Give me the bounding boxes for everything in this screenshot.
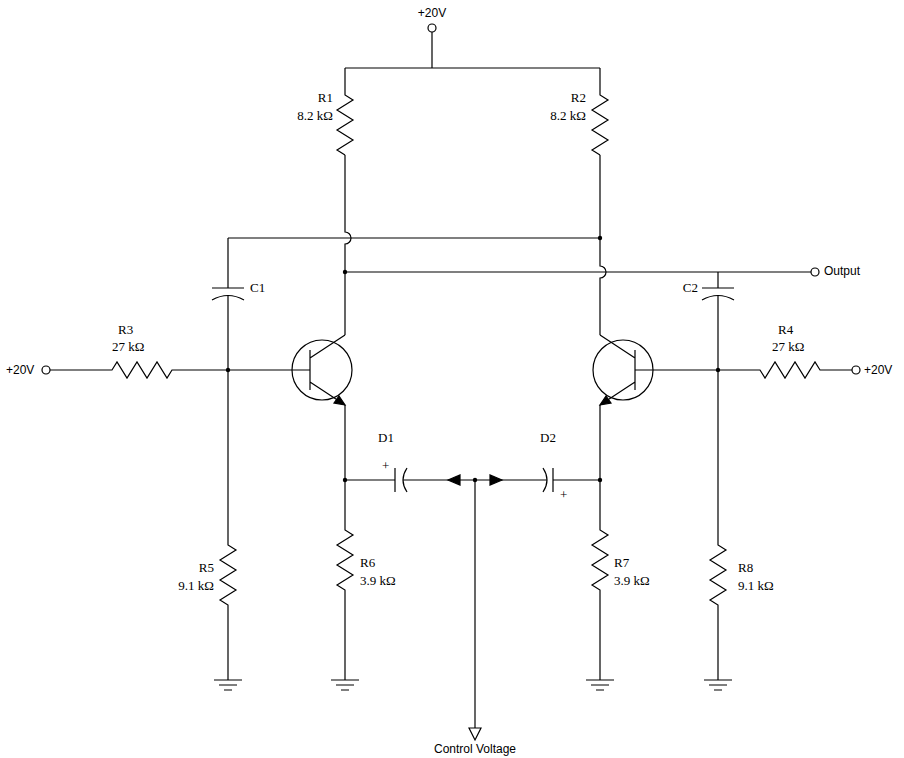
circuit-wire bbox=[227, 238, 228, 370]
circuit-wire bbox=[228, 237, 600, 238]
capacitor-symbol bbox=[212, 288, 244, 300]
circuit-wire bbox=[599, 405, 600, 480]
component-value: 8.2 kΩ bbox=[550, 108, 586, 123]
part-name: R7 bbox=[614, 555, 629, 570]
supply-terminal bbox=[852, 366, 860, 374]
supply-terminal bbox=[42, 366, 50, 374]
supply-wire bbox=[428, 24, 436, 32]
part-name: C1 bbox=[250, 280, 265, 295]
component-value: 9.1 kΩ bbox=[178, 578, 214, 593]
supply-label: +20V bbox=[418, 6, 446, 21]
junction-dot bbox=[226, 368, 230, 372]
transistor-symbol bbox=[310, 335, 345, 405]
junction-dot bbox=[226, 236, 720, 482]
resistor-symbol bbox=[337, 68, 353, 155]
component-value: 27 kΩ bbox=[772, 339, 804, 354]
control-arrow bbox=[469, 728, 481, 740]
component-value: 3.9 kΩ bbox=[614, 573, 650, 588]
part-name: R8 bbox=[738, 560, 753, 575]
junction-dot bbox=[343, 478, 347, 482]
resistor-symbol bbox=[220, 370, 236, 680]
varactor-symbol bbox=[543, 468, 553, 492]
transistor-symbol bbox=[334, 396, 345, 405]
varactor-symbol bbox=[490, 475, 502, 485]
component-value: 9.1 kΩ bbox=[738, 578, 774, 593]
transistor-symbol bbox=[292, 335, 653, 405]
circuit-wire bbox=[600, 155, 606, 335]
supply-wire bbox=[345, 32, 600, 68]
transistor-symbol bbox=[600, 396, 611, 405]
part-name: R3 bbox=[118, 322, 133, 337]
varactor-symbol bbox=[448, 475, 460, 485]
ground-symbol bbox=[214, 680, 242, 690]
part-name: D2 bbox=[540, 430, 556, 445]
output-terminal bbox=[811, 268, 819, 276]
supply-wire bbox=[345, 24, 600, 68]
resistor-symbol bbox=[710, 370, 726, 680]
component-value: 27 kΩ bbox=[112, 339, 144, 354]
resistor-symbol bbox=[592, 480, 608, 680]
junction-dot bbox=[598, 236, 602, 240]
capacitor-symbol bbox=[212, 288, 734, 300]
part-name: C2 bbox=[683, 280, 698, 295]
part-name: D1 bbox=[378, 430, 394, 445]
signal-name: Control Voltage bbox=[434, 742, 516, 757]
part-name: R6 bbox=[360, 555, 375, 570]
capacitor-symbol bbox=[702, 288, 734, 300]
circuit-wire bbox=[345, 155, 351, 335]
transistor-symbol bbox=[300, 369, 647, 370]
control-arrow bbox=[469, 728, 481, 740]
polarity-mark: + bbox=[560, 487, 567, 502]
signal-name: Output bbox=[824, 264, 860, 279]
resistor-symbol bbox=[337, 480, 353, 680]
ground-symbol bbox=[214, 680, 732, 690]
resistor-symbol bbox=[50, 362, 300, 378]
circuit-wire bbox=[345, 479, 600, 480]
junction-dot bbox=[716, 368, 720, 372]
component-value: 8.2 kΩ bbox=[297, 108, 333, 123]
ground-symbol bbox=[704, 680, 732, 690]
circuit-wire bbox=[344, 405, 345, 480]
junction-dot bbox=[343, 270, 347, 274]
ground-symbol bbox=[331, 680, 359, 690]
circuit-wire bbox=[474, 480, 475, 728]
part-name: R4 bbox=[778, 322, 793, 337]
transistor-symbol bbox=[600, 335, 635, 405]
component-value: 3.9 kΩ bbox=[360, 573, 396, 588]
circuit-wire bbox=[228, 155, 811, 728]
circuit-wire bbox=[717, 272, 718, 370]
part-name: R2 bbox=[571, 90, 586, 105]
resistor-symbol bbox=[592, 68, 608, 155]
output-terminal bbox=[811, 268, 819, 276]
varactor-symbol bbox=[395, 468, 553, 492]
supply-label: +20V bbox=[6, 363, 34, 378]
circuit-wire bbox=[345, 271, 811, 272]
supply-terminal bbox=[42, 366, 860, 374]
resistor-symbol bbox=[647, 362, 852, 378]
part-name: R1 bbox=[318, 90, 333, 105]
polarity-mark: + bbox=[382, 458, 389, 473]
junction-dot bbox=[473, 478, 477, 482]
junction-dot bbox=[598, 478, 602, 482]
varactor-symbol bbox=[395, 468, 407, 492]
part-name: R5 bbox=[199, 560, 214, 575]
resistor-symbol bbox=[50, 68, 852, 680]
ground-symbol bbox=[586, 680, 614, 690]
supply-label: +20V bbox=[864, 363, 892, 378]
